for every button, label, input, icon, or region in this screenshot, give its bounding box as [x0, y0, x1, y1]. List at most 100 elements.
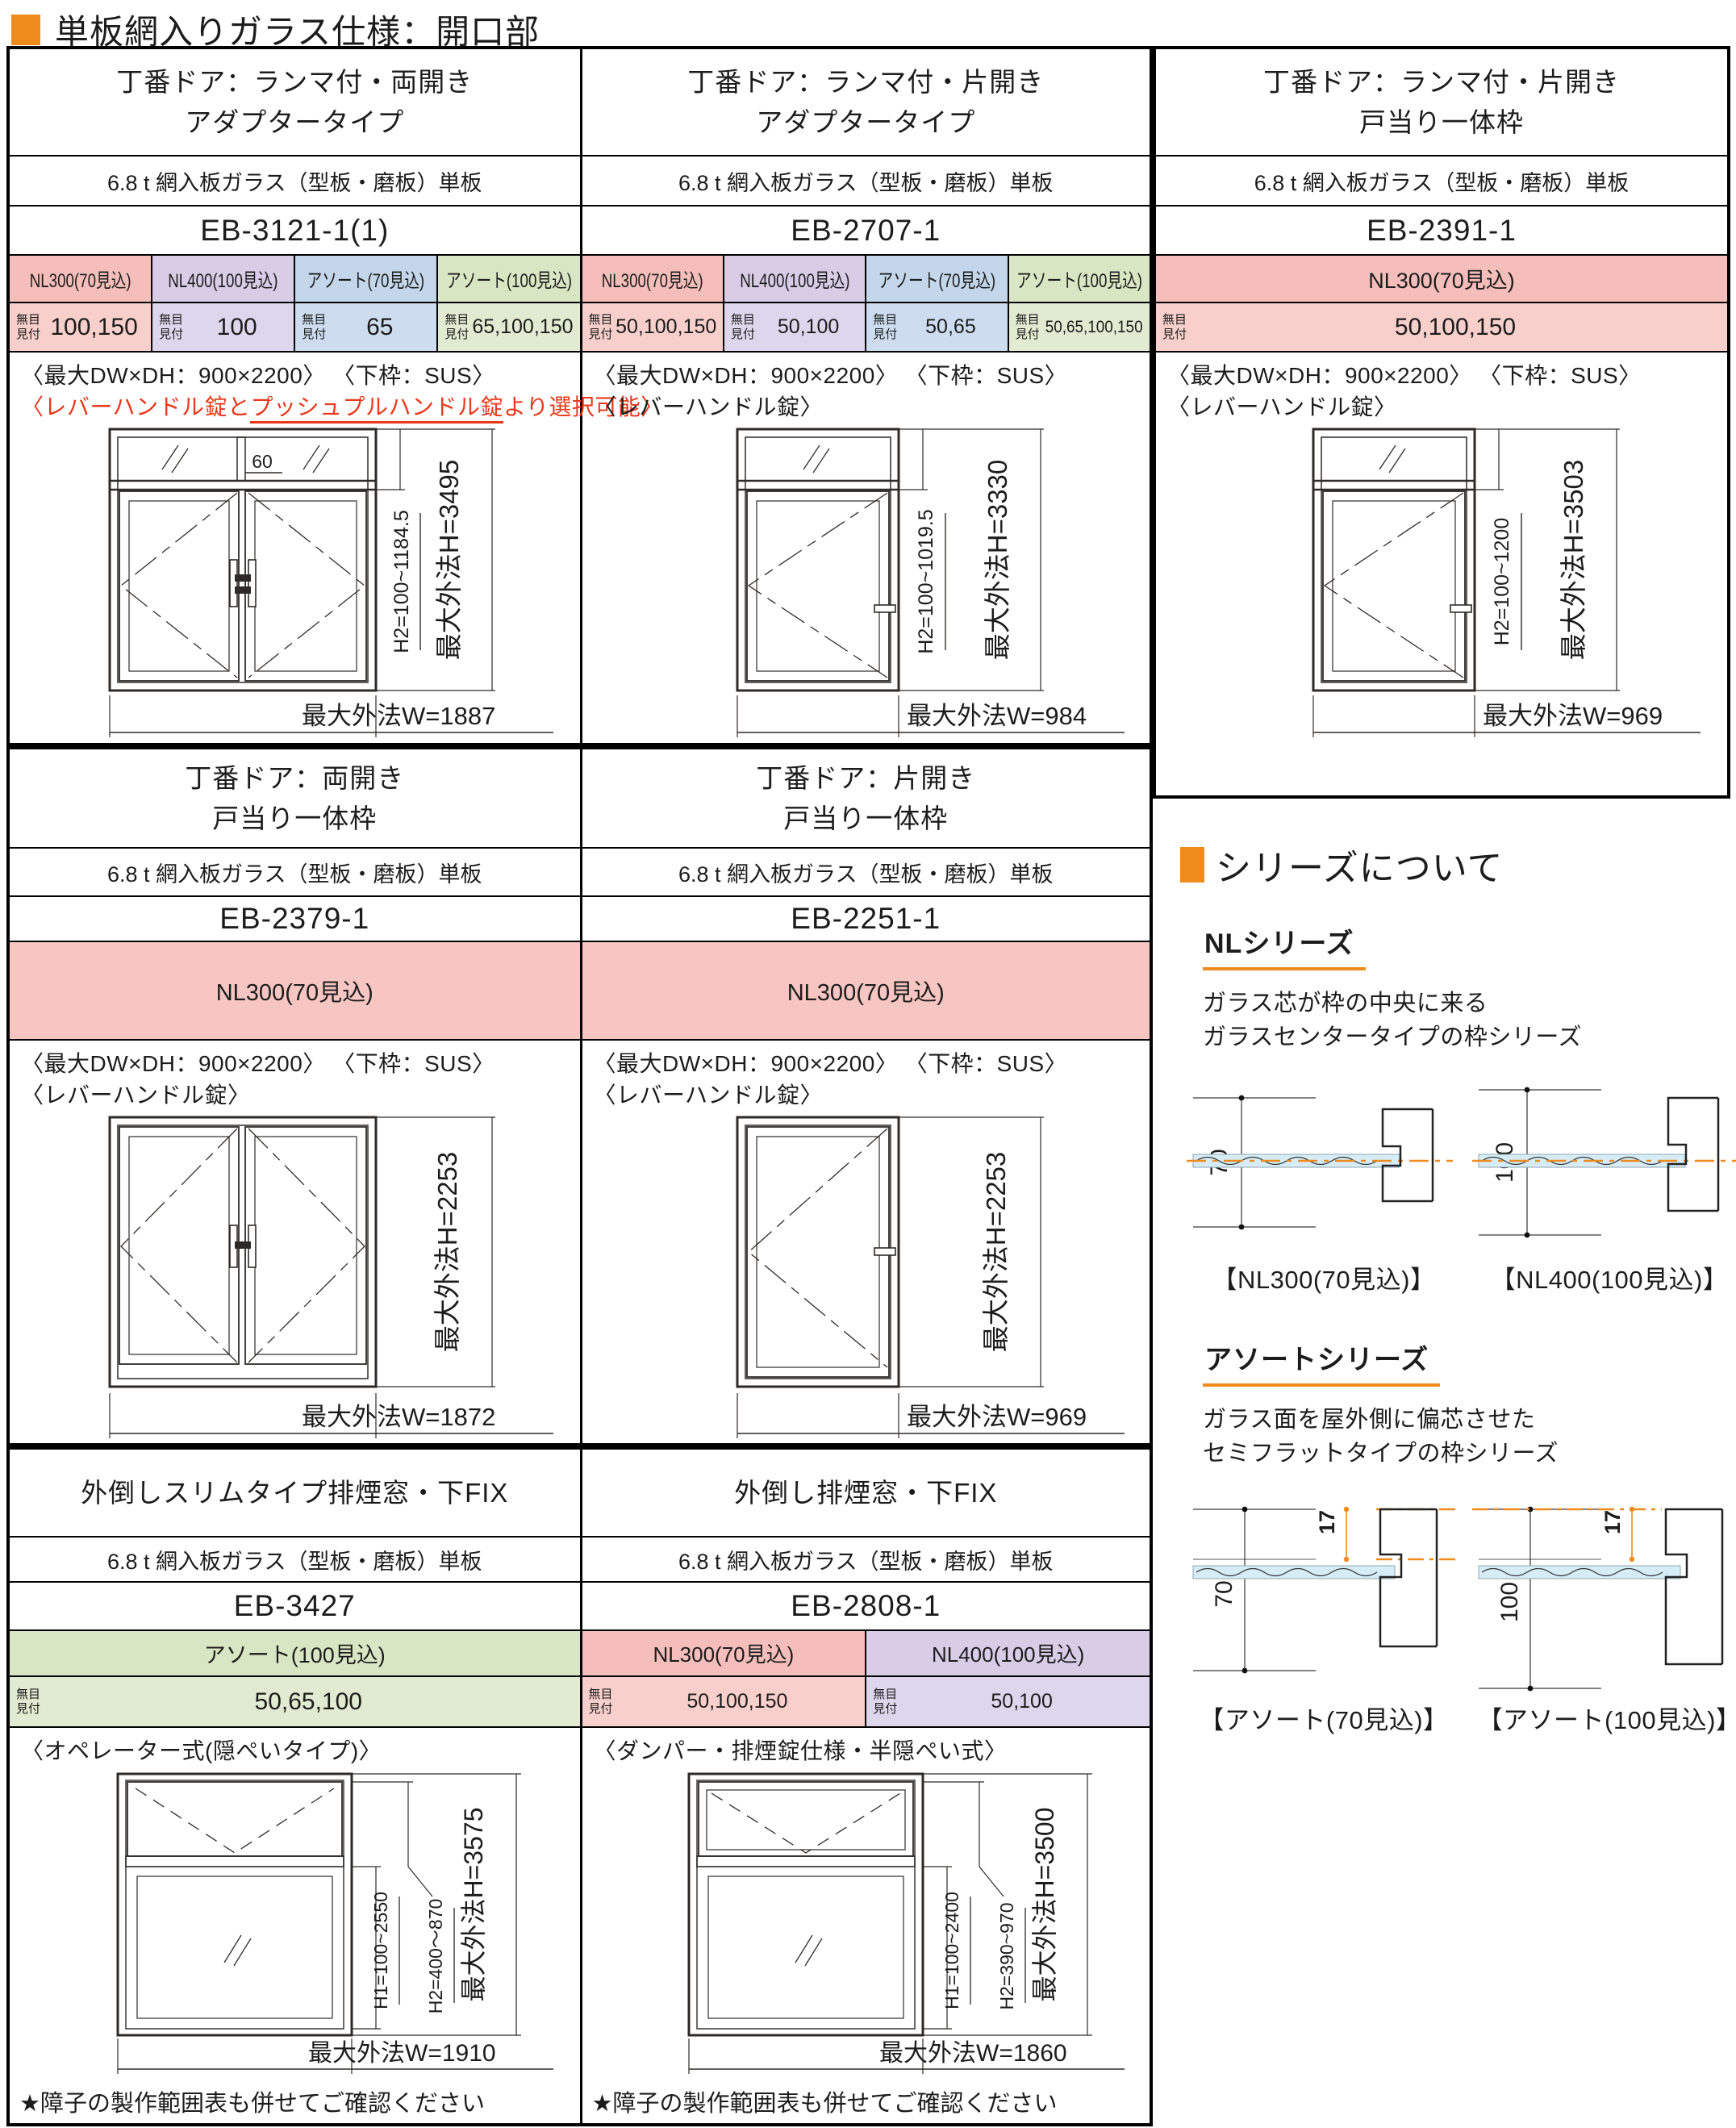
product-cell-eb-2251: 丁番ドア：片開き 戸当り一体枠 6.8 t 網入板ガラス（型板・磨板）単板 EB… — [579, 749, 1150, 1452]
mujime-label: 無目見付 — [444, 313, 469, 341]
nl-series-title: NLシリーズ — [1203, 921, 1366, 970]
figure-caption: 【アソート(70見込)】 — [1199, 1706, 1449, 1735]
accent-square-icon — [1180, 847, 1204, 882]
product-cell-eb-3427: 外倒しスリムタイプ排煙窓・下FIX 6.8 t 網入板ガラス（型板・磨板）単板 … — [10, 1450, 580, 2123]
mujime-label: 無目見付 — [16, 313, 41, 341]
spec-table-band1: 丁番ドア：ランマ付・両開き アダプタータイプ 6.8 t 網入板ガラス（型板・磨… — [6, 46, 1153, 748]
assort-series-block: アソートシリーズ ガラス面を屋外側に偏芯させた セミフラットタイプの枠シリーズ … — [1192, 1337, 1736, 1736]
lock-note: 〈レバーハンドル錠〉 — [1167, 394, 1397, 419]
spec-note: 〈ダンパー・排煙錠仕様・半隠ぺい式〉 — [593, 1738, 1008, 1763]
mujime-value: 無目見付 65,100,150 — [436, 303, 580, 351]
product-title-line1: 丁番ドア：片開き — [756, 763, 976, 793]
product-title-line2: アダプタータイプ — [756, 106, 976, 137]
product-code: EB-2391-1 — [1156, 207, 1727, 256]
accent-square-icon — [11, 14, 40, 45]
series-header-row: NL300(70見込) NL400(100見込) — [582, 1631, 1150, 1677]
assort-series-title: アソートシリーズ — [1203, 1337, 1441, 1387]
dim-h-label: 最大外法H=3330 — [983, 460, 1012, 661]
product-title-line1: 丁番ドア：ランマ付・片開き — [1263, 67, 1620, 97]
mujime-value: 無目見付 100,150 — [10, 303, 152, 351]
dim-w-label: 最大外法W=1872 — [302, 1403, 495, 1431]
series-header-assort70: アソート(70見込) — [294, 256, 437, 302]
series-header-nl400: NL400(100見込) — [865, 1631, 1150, 1675]
mujime-value: 無目見付 50,100,150 — [582, 303, 723, 351]
dim-h-label: 最大外法H=3575 — [459, 1807, 488, 2001]
product-cell-eb-2391: 丁番ドア：ランマ付・片開き 戸当り一体枠 6.8 t 網入板ガラス（型板・磨板）… — [1156, 49, 1727, 795]
nl-series-desc: ガラス芯が枠の中央に来る ガラスセンタータイプの枠シリーズ — [1203, 991, 1582, 1051]
door-diagram-double: 最大外法H=2253 最大外法W=1872 — [108, 1116, 554, 1439]
assort100-figure: 100 17 【アソート(100見込)】 — [1472, 1485, 1736, 1736]
spec-note: 〈最大DW×DH：900×2200〉 〈下枠：SUS〉 — [593, 363, 1068, 388]
mujime-label: 無目見付 — [588, 313, 613, 341]
product-code: EB-3427 — [10, 1583, 580, 1631]
product-cell-eb-3121: 丁番ドア：ランマ付・両開き アダプタータイプ 6.8 t 網入板ガラス（型板・磨… — [10, 49, 663, 747]
product-title-line1: 外倒し排煙窓・下FIX — [734, 1477, 998, 1508]
nl-series-block: NLシリーズ ガラス芯が枠の中央に来る ガラスセンタータイプの枠シリーズ 70 — [1187, 921, 1736, 1296]
product-title: 外倒しスリムタイプ排煙窓・下FIX — [10, 1450, 580, 1538]
dim-w-label: 最大外法W=1910 — [308, 2040, 496, 2067]
spec-note: 〈最大DW×DH：900×2200〉 〈下枠：SUS〉 — [593, 1051, 1068, 1076]
star-note: ★障子の製作範囲表も併せてご確認ください — [19, 2091, 485, 2117]
door-diagram-single-transom: H2=100~1200 最大外法H=3503 最大外法W=969 — [1312, 428, 1701, 738]
product-cell-eb-2707: 丁番ドア：ランマ付・片開き アダプタータイプ 6.8 t 網入板ガラス（型板・磨… — [579, 49, 1150, 748]
cell-content: 〈ダンパー・排煙錠仕様・半隠ぺい式〉 H1=100~2400 — [582, 1728, 1150, 2123]
product-code: EB-2808-1 — [582, 1583, 1150, 1631]
product-title-line2: 戸当り一体枠 — [1359, 106, 1524, 137]
dim-h2-label: H2=400～870 — [425, 1898, 446, 2013]
glass-spec: 6.8 t 網入板ガラス（型板・磨板）単板 — [10, 1538, 580, 1583]
product-title: 丁番ドア：片開き 戸当り一体枠 — [582, 749, 1150, 849]
product-code: EB-3121-1(1) — [10, 207, 580, 256]
dim-h-label: 最大外法H=2253 — [981, 1152, 1011, 1353]
product-title: 丁番ドア：両開き 戸当り一体枠 — [10, 749, 580, 849]
series-header-assort100: アソート(100見込) — [10, 1631, 580, 1675]
dim-h1-label: H1=100~2400 — [941, 1892, 962, 2009]
door-diagram-single-transom: H2=100~1019.5 最大外法H=3330 最大外法W=984 — [736, 428, 1125, 738]
frame-depth-label: 100 — [1496, 1582, 1523, 1622]
mujime-value: 無目見付 65 — [294, 303, 437, 351]
product-title-line1: 丁番ドア：ランマ付・両開き — [116, 67, 474, 97]
figure-caption: 【NL400(100見込)】 — [1490, 1266, 1729, 1295]
series-section: シリーズについて NLシリーズ ガラス芯が枠の中央に来る ガラスセンタータイプの… — [1153, 839, 1736, 1736]
series-header-assort100: アソート(100見込) — [436, 256, 580, 302]
dim-w-label: 最大外法W=1860 — [879, 2040, 1067, 2067]
cell-content: 〈オペレーター式(隠ぺいタイプ)〉 H1=100~2550 — [10, 1728, 580, 2123]
product-code: EB-2251-1 — [582, 897, 1150, 942]
cell-content: 〈最大DW×DH：900×2200〉 〈下枠：SUS〉 〈レバーハンドル錠とプッ… — [10, 353, 663, 747]
glass-spec: 6.8 t 網入板ガラス（型板・磨板）単板 — [10, 156, 580, 207]
series-header-row: NL300(70見込) NL400(100見込) アソート(70見込) アソート… — [10, 256, 580, 303]
mujime-label: 無目見付 — [1015, 313, 1040, 341]
cell-content: 〈最大DW×DH：900×2200〉 〈下枠：SUS〉 〈レバーハンドル錠〉 — [582, 353, 1150, 747]
mujime-label: 無目見付 — [873, 1688, 898, 1716]
glass-spec: 6.8 t 網入板ガラス（型板・磨板）単板 — [1156, 156, 1727, 207]
star-note: ★障子の製作範囲表も併せてご確認ください — [591, 2091, 1058, 2117]
series-band-nl300: NL300(70見込) — [10, 942, 580, 1041]
series-heading: シリーズについて — [1180, 839, 1736, 891]
product-title-line1: 丁番ドア：ランマ付・片開き — [687, 67, 1045, 97]
dim-h-label: 最大外法H=3503 — [1559, 460, 1588, 661]
lock-note: 〈レバーハンドル錠〉 — [593, 1082, 823, 1108]
mujime-label: 無目見付 — [873, 313, 898, 341]
series-header-nl300: NL300(70見込) — [1156, 256, 1727, 302]
nl-series-figures: 70 【NL300(70見込)】 100 — [1187, 1069, 1736, 1296]
offset-dim-label: 17 — [1315, 1510, 1339, 1534]
dim-w-label: 最大外法W=1887 — [302, 702, 495, 730]
assort-series-figures: 70 17 【アソート(70見込)】 — [1187, 1485, 1736, 1736]
mujime-value: 無目見付 50,100,150 — [582, 1677, 866, 1726]
product-title-line2: 戸当り一体枠 — [212, 803, 378, 833]
mujime-value: 無目見付 50,100 — [865, 1677, 1150, 1726]
frame-depth-label: 70 — [1211, 1581, 1237, 1608]
door-diagram-single: 最大外法H=2253 最大外法W=969 — [736, 1116, 1125, 1439]
frame-section-diagram-assort70: 70 17 — [1192, 1506, 1461, 1674]
product-title: 丁番ドア：ランマ付・片開き 戸当り一体枠 — [1156, 49, 1727, 156]
figure-caption: 【アソート(100見込)】 — [1477, 1706, 1736, 1735]
page-title: 単板網入りガラス仕様：開口部 — [55, 13, 540, 51]
spec-table-band2: 丁番ドア：両開き 戸当り一体枠 6.8 t 網入板ガラス（型板・磨板）単板 EB… — [6, 746, 1153, 1452]
cell-content: 〈最大DW×DH：900×2200〉 〈下枠：SUS〉 〈レバーハンドル錠〉 最… — [582, 1041, 1150, 1451]
mujime-value: 無目見付 50,65 — [865, 303, 1008, 351]
page-header: 単板網入りガラス仕様：開口部 — [11, 5, 540, 54]
cell-content: 〈最大DW×DH：900×2200〉 〈下枠：SUS〉 〈レバーハンドル錠〉 — [10, 1041, 580, 1451]
glass-spec: 6.8 t 網入板ガラス（型板・磨板）単板 — [582, 849, 1150, 897]
spec-table-band1-right: 丁番ドア：ランマ付・片開き 戸当り一体枠 6.8 t 網入板ガラス（型板・磨板）… — [1153, 46, 1730, 799]
dim-transom-label: 60 — [252, 451, 273, 472]
door-diagram-double-transom: 60 H2=100~1184.5 — [108, 428, 554, 738]
